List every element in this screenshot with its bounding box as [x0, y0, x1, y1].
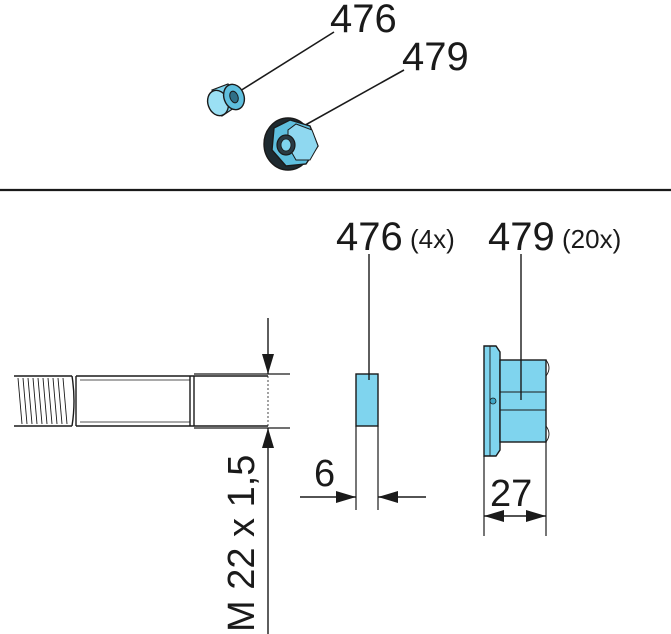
quantity-479: (20x)	[562, 224, 621, 254]
thread-spec-label: M 22 x 1,5	[221, 455, 263, 632]
nut-width-label: 27	[490, 473, 532, 515]
spacer-width-dimension: 6	[300, 453, 426, 503]
part-number-479-top: 479	[402, 35, 469, 79]
nut-width-dimension: 27	[484, 473, 546, 522]
flange-nut-479-drawing	[483, 345, 550, 536]
wheel-stud-drawing	[14, 375, 269, 427]
perspective-view: 476 479	[206, 0, 469, 171]
quantity-476: (4x)	[410, 224, 455, 254]
part-number-479: 479	[488, 215, 555, 259]
thread-dimension: M 22 x 1,5	[194, 318, 290, 634]
flange-nut-479-illustration	[263, 117, 319, 171]
spacer-width-label: 6	[314, 453, 335, 495]
spacer-476-illustration	[206, 83, 246, 117]
part-number-476: 476	[336, 215, 403, 259]
spacer-476-drawing: 476 (4x)	[336, 215, 455, 510]
part-number-476-top: 476	[330, 0, 397, 41]
leader-line-479-top	[299, 69, 405, 129]
leader-line-476-top	[231, 31, 335, 97]
